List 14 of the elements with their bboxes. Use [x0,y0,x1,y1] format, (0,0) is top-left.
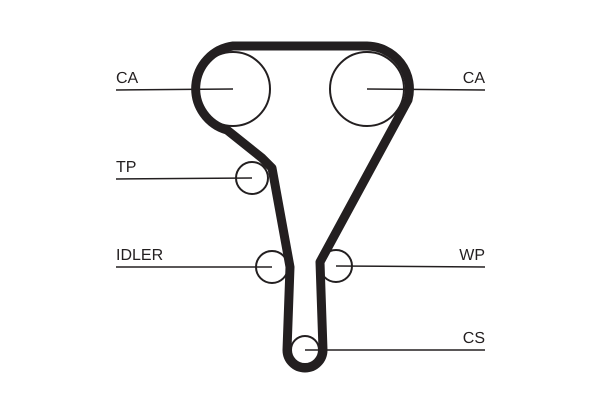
leader-line [367,88,485,91]
part-label: CA [462,71,485,87]
part-label: TP [116,160,136,176]
leader-line [116,177,252,180]
leader-line [305,349,485,351]
part-label: IDLER [116,248,164,264]
part-label: CS [462,331,485,347]
leader-line [336,265,485,268]
part-label: WP [459,248,485,264]
leader-line [116,88,233,91]
pulley [329,51,405,127]
pulley [235,161,269,195]
leader-line [116,266,272,268]
part-label: CA [116,71,138,87]
